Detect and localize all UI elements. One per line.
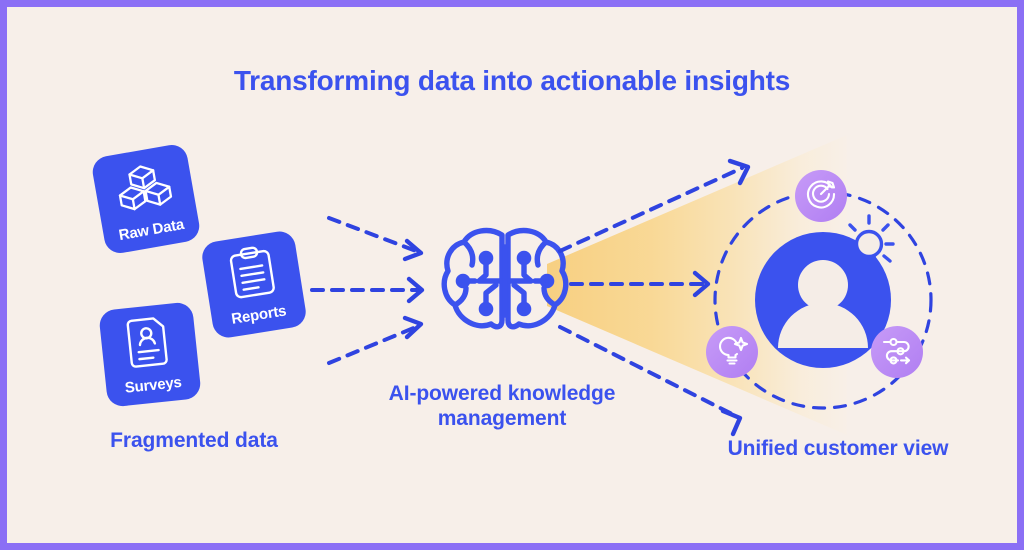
badge-workflow-route[interactable] xyxy=(871,326,923,378)
lightbulb-rays-icon xyxy=(845,214,907,276)
caption-fragmented-data: Fragmented data xyxy=(110,429,278,452)
person-avatar-icon xyxy=(755,232,891,368)
workflow-route-icon xyxy=(881,334,913,371)
brain-circuit-icon xyxy=(439,225,571,337)
page-title: Transforming data into actionable insigh… xyxy=(233,65,791,96)
inbound-arrow-top xyxy=(327,216,418,253)
cubes-icon xyxy=(90,142,197,230)
lightbulb-spark-icon xyxy=(716,334,749,371)
clipboard-icon xyxy=(200,229,304,314)
unified-customer-cluster xyxy=(697,170,949,427)
badge-lightbulb-spark[interactable] xyxy=(706,326,758,378)
arrowhead-inbound-top xyxy=(402,238,424,262)
source-card-surveys[interactable]: Surveys xyxy=(98,301,202,408)
caption-ai-knowledge-management: AI-powered knowledge management xyxy=(337,382,667,432)
source-card-reports[interactable]: Reports xyxy=(199,229,309,340)
badge-target-dart[interactable] xyxy=(795,170,847,222)
arrowhead-inbound-bottom xyxy=(402,315,424,340)
document-person-icon xyxy=(98,301,199,381)
caption-unified-customer-view: Unified customer view xyxy=(727,437,949,460)
caption-line-2: management xyxy=(437,406,567,430)
inbound-arrow-bottom xyxy=(327,325,418,365)
arrowhead-inbound-middle xyxy=(406,276,425,304)
target-dart-icon xyxy=(805,178,837,215)
caption-line-1: AI-powered knowledge xyxy=(388,382,616,405)
source-card-raw-data[interactable]: Raw Data xyxy=(90,142,202,256)
